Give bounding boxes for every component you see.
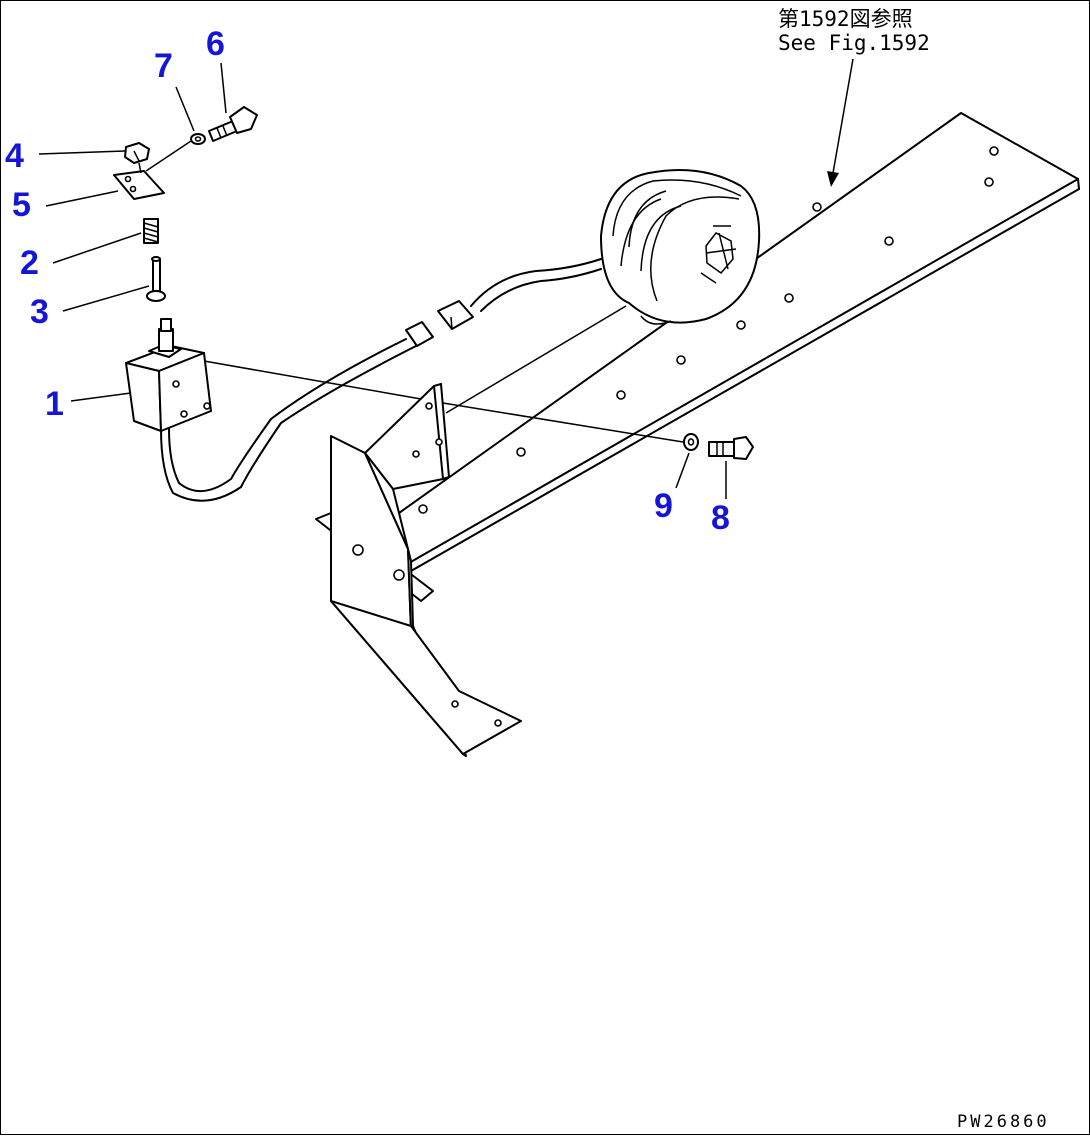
callout-3: 3	[30, 293, 49, 331]
wiring-harness	[160, 258, 602, 502]
leader-lines	[38, 58, 854, 499]
mounting-plate	[398, 112, 1080, 572]
switch-body	[125, 318, 212, 432]
horn	[600, 168, 761, 325]
washer	[190, 133, 206, 145]
callout-8: 8	[711, 499, 730, 537]
assembly-lines	[138, 140, 684, 443]
bolt-lower	[708, 436, 754, 460]
drawing-code: PW26860	[957, 1112, 1050, 1132]
callout-9: 9	[654, 487, 673, 525]
reference-japanese: 第1592図参照	[778, 7, 913, 31]
callout-6: 6	[206, 25, 225, 63]
plunger-pin	[146, 256, 166, 302]
spring	[143, 218, 159, 244]
callout-2: 2	[20, 244, 39, 282]
callout-7: 7	[154, 47, 173, 85]
reference-note: 第1592図参照 See Fig.1592	[778, 7, 930, 55]
nut	[124, 142, 150, 164]
washer-lower	[683, 433, 699, 451]
callout-4: 4	[5, 137, 24, 175]
callout-5: 5	[12, 186, 31, 224]
callout-labels: 1 2 3 4 5 6 7 8 9	[5, 25, 730, 537]
bracket	[315, 383, 522, 757]
callout-1: 1	[45, 385, 64, 423]
small-plate	[113, 170, 165, 200]
bolt	[208, 106, 258, 142]
reference-english: See Fig.1592	[778, 31, 930, 55]
